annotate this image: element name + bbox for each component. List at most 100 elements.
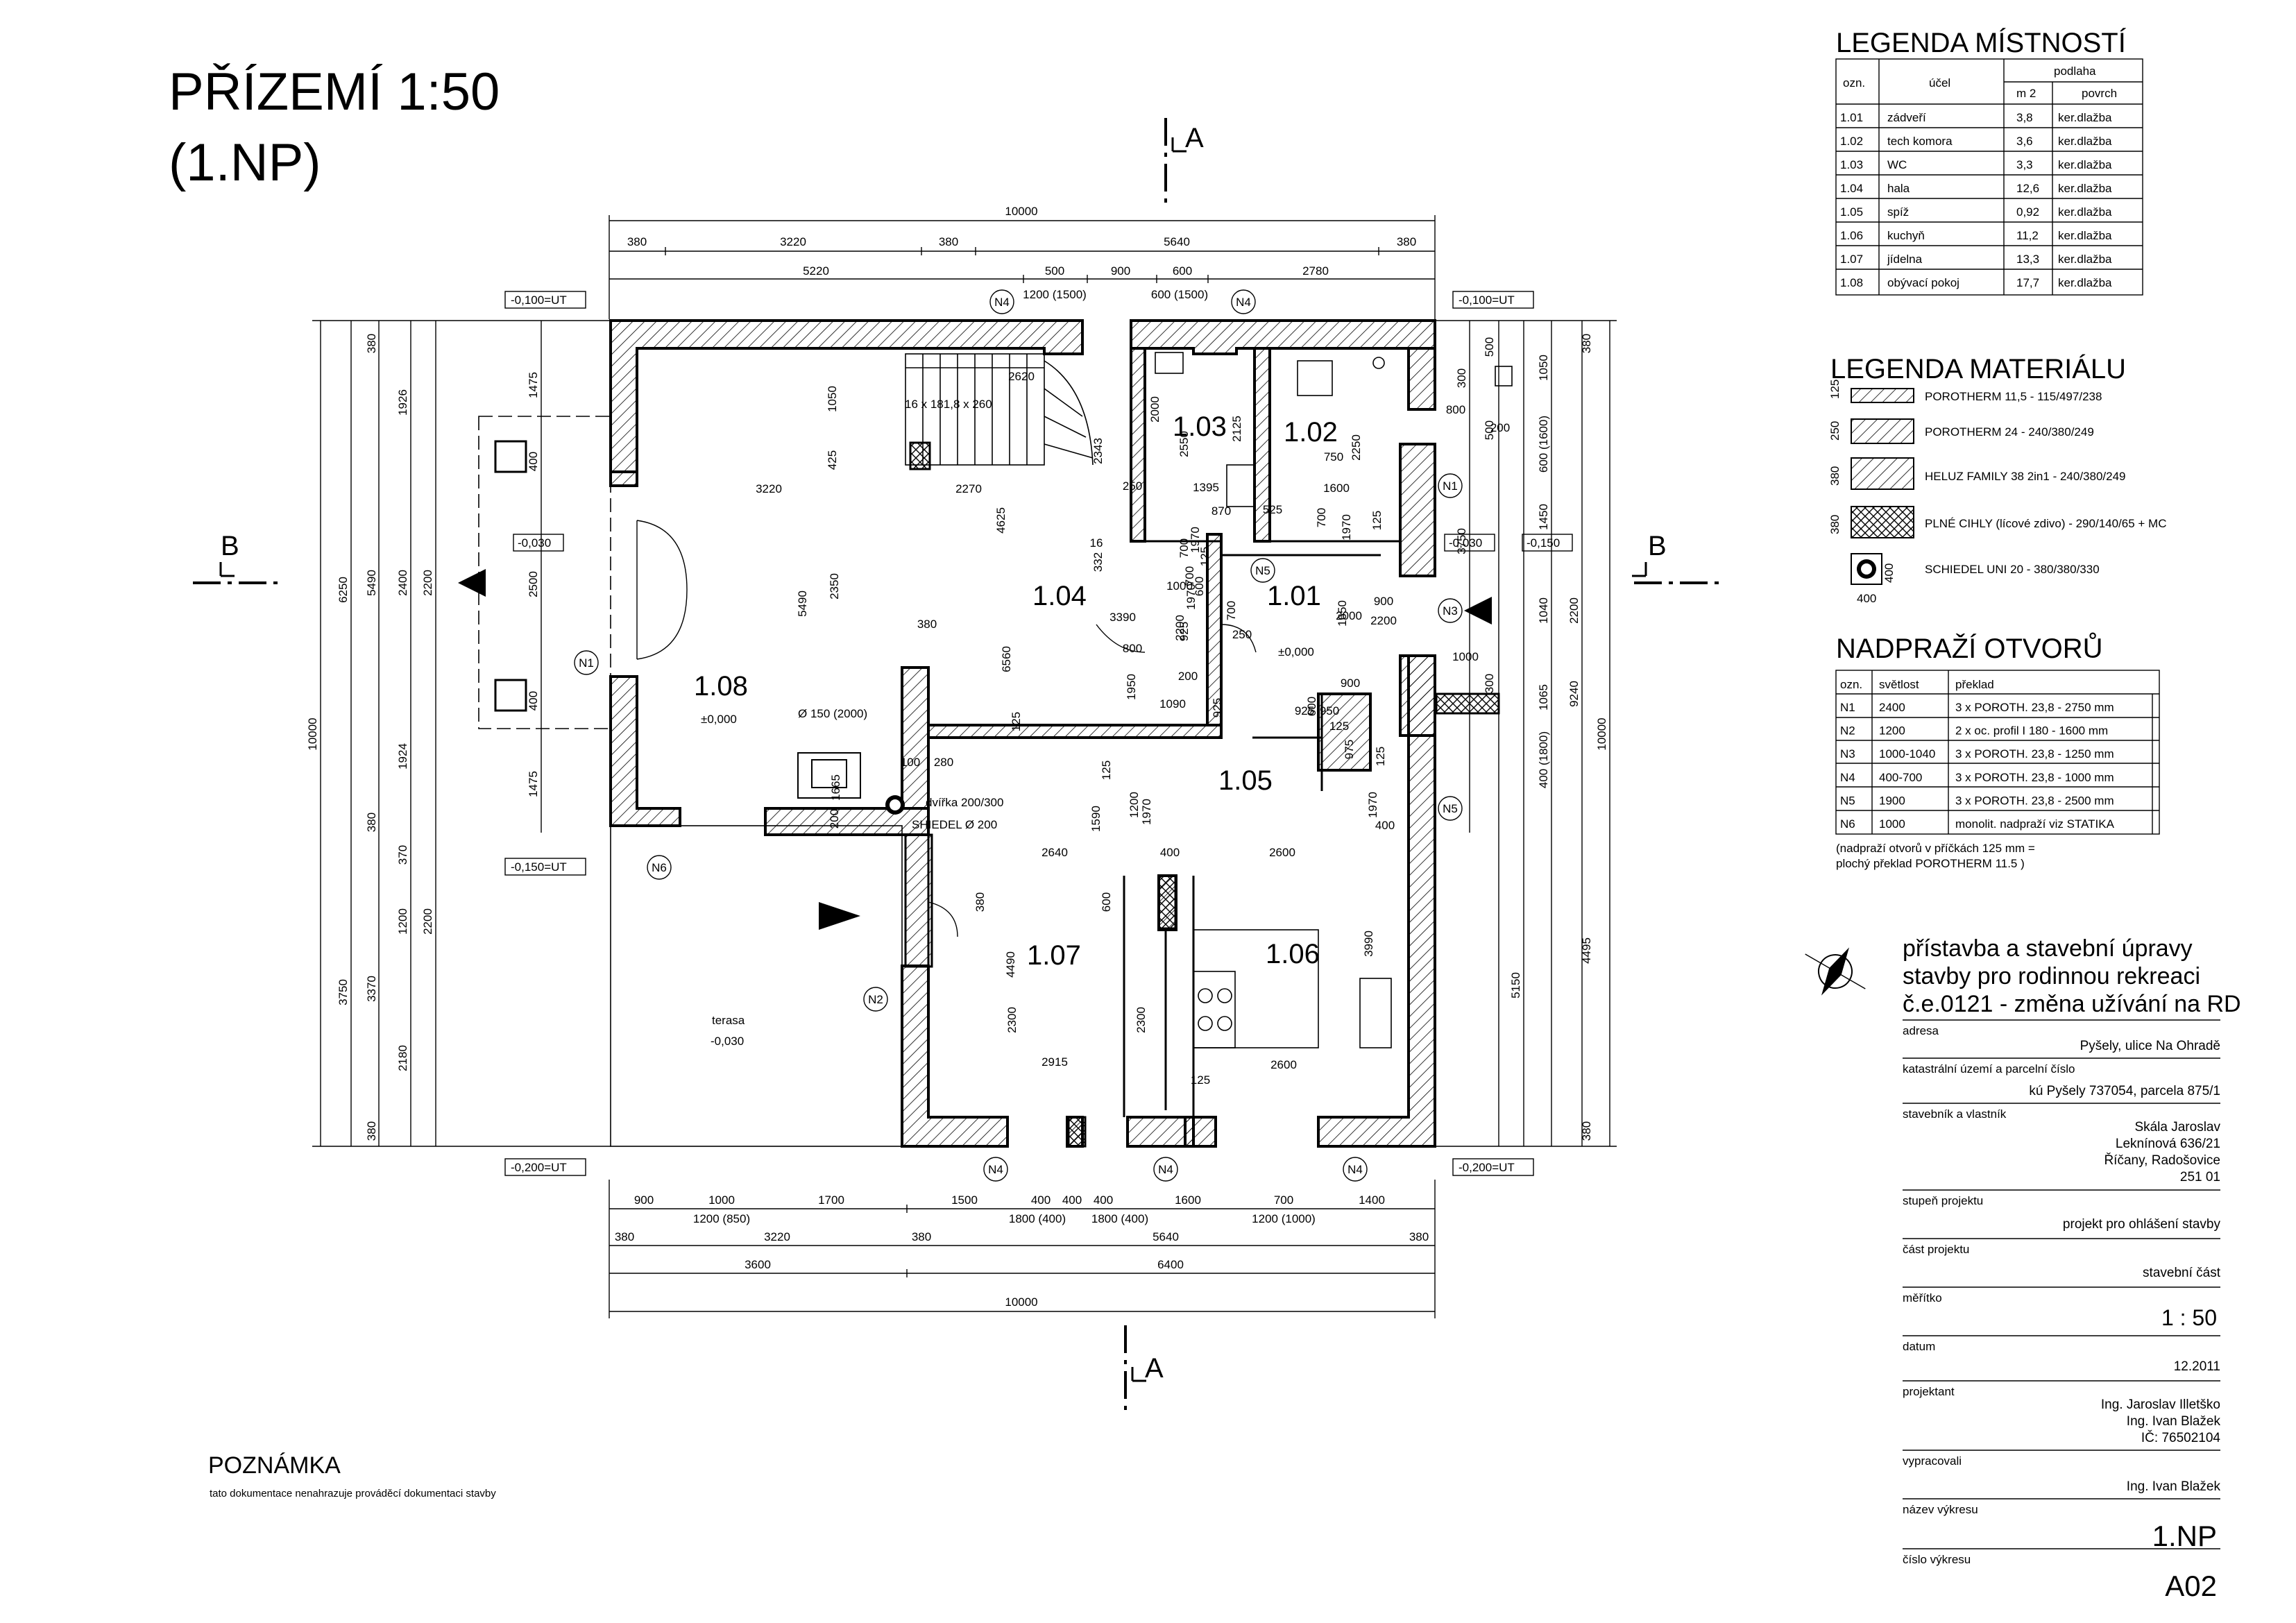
dim-value: 5640	[1164, 235, 1190, 248]
terrace-column	[494, 440, 527, 473]
dim-value: 380	[1397, 235, 1416, 248]
field-label: část projektu	[1903, 1243, 1969, 1256]
inner-dim-value: 250	[1123, 479, 1142, 493]
section-marker-a-bottom: A	[1124, 1325, 1164, 1416]
room-legend-cell: WC	[1887, 158, 1907, 171]
room-legend-cell: obývací pokoj	[1887, 276, 1959, 289]
dims-top-row3: 5220 500 900 600 2780	[803, 264, 1329, 278]
room-legend-cell: ker.dlažba	[2058, 253, 2112, 266]
room-legend-cell: 11,2	[2016, 229, 2039, 242]
dimension-lines-right	[1429, 320, 1617, 1147]
lintel-code: N6	[652, 861, 667, 874]
dim-value: 600 (1600)	[1537, 416, 1550, 473]
terrace-columns	[494, 440, 527, 712]
field-value: 1 : 50	[2161, 1305, 2217, 1330]
lintel-code: N4	[1236, 296, 1251, 309]
inner-dim-value: 800	[1123, 642, 1142, 655]
inner-dim-value: 2200	[1173, 615, 1187, 641]
lintel-legend-cell: monolit. nadpraží viz STATIKA	[1955, 817, 2115, 831]
inner-dim-value: 2550	[1177, 431, 1191, 457]
inner-dim-value: 125	[1010, 712, 1023, 731]
wall-mid-horizontal	[764, 807, 930, 836]
field-value: kú Pyšely 737054, parcela 875/1	[2029, 1084, 2220, 1098]
lintel-code: N3	[1443, 604, 1458, 618]
col-header: ozn.	[1840, 678, 1862, 691]
inner-dim-value: 6560	[1000, 646, 1013, 672]
inner-dim-value: 125	[1329, 720, 1349, 733]
lintel-code: N4	[1158, 1163, 1173, 1176]
inner-dim-value: 125	[1370, 511, 1384, 530]
dim-value: 500	[1045, 264, 1064, 278]
inner-dim-value: 925	[1177, 622, 1191, 641]
inner-dim-value: 2343	[1091, 438, 1105, 464]
inner-dim-value: 925	[1211, 698, 1224, 717]
stair-label: 16 x 181,8 x 260	[905, 398, 992, 411]
wall-top-left	[609, 319, 1084, 473]
dimension-lines-top	[609, 215, 1436, 319]
dim-value: 2400	[396, 570, 409, 596]
inner-dim-value: 900	[1374, 595, 1393, 608]
room-legend-cell: kuchyň	[1887, 229, 1925, 242]
inner-dim-value: 700	[1183, 566, 1196, 586]
level-value: -0,200=UT	[511, 1161, 567, 1174]
inner-dim-value: 1970	[1340, 514, 1353, 541]
inner-dim-value: 3390	[1109, 611, 1136, 624]
stove-icon	[797, 752, 861, 799]
wall-bottom-mid	[1126, 1116, 1217, 1148]
wall-pantry	[1317, 692, 1372, 772]
lintel-code: N1	[579, 656, 594, 670]
inner-dim-value: 5490	[796, 590, 809, 617]
dim-value: 1924	[396, 743, 409, 770]
dim-value: 5640	[1153, 1230, 1179, 1243]
lintel-legend-cell: N3	[1840, 747, 1855, 760]
dim-value: 400 (1800)	[1537, 731, 1550, 788]
dim-value: 3220	[780, 235, 806, 248]
title-block: přístavba a stavební úpravy stavby pro r…	[1805, 935, 2241, 1602]
room-legend-cell: 1.07	[1840, 253, 1863, 266]
room-legend-cell: ker.dlažba	[2058, 182, 2112, 195]
room-level-101: ±0,000	[1278, 645, 1314, 658]
pipe-label: Ø 150 (2000)	[798, 707, 867, 720]
inner-dim-value: 1665	[829, 774, 842, 801]
lintel-legend-cell: N2	[1840, 724, 1855, 738]
lintel-legend-cell: N1	[1840, 701, 1855, 714]
room-legend-cell: tech komora	[1887, 135, 1953, 148]
inner-dim-value: 1395	[1193, 481, 1219, 494]
col-header: účel	[1929, 76, 1950, 90]
dim-value: 380	[912, 1230, 931, 1243]
dims-right-text: 10000 9240 380 4495 380 1050 600 (1600) …	[1455, 334, 1608, 1141]
dimension-lines-bottom	[609, 1180, 1436, 1318]
material-legend-title: LEGENDA MATERIÁLU	[1830, 353, 2126, 384]
lintel-code: N2	[868, 993, 883, 1006]
room-legend-cell: 3,3	[2016, 158, 2033, 171]
dim-value: 500	[1483, 420, 1496, 440]
room-legend-cell: 3,6	[2016, 135, 2033, 148]
wall-left-a	[609, 470, 638, 487]
dim-value: 300	[1483, 674, 1496, 693]
wall-entrance	[1206, 533, 1223, 726]
room-legend-cell: 12,6	[2016, 182, 2039, 195]
entrance-arrows	[458, 569, 1492, 930]
dims-bottom-row3: 380 3220 380 5640 380	[615, 1230, 1429, 1243]
field-label: název výkresu	[1903, 1503, 1978, 1516]
inner-dim-value: 125	[1374, 747, 1387, 766]
chimney-door-label: dvířka 200/300	[926, 796, 1003, 809]
dim-value: 5150	[1509, 972, 1522, 999]
field-label: adresa	[1903, 1024, 1939, 1037]
lintel-legend-cell: N5	[1840, 794, 1855, 807]
wall-bottom-mid2	[1184, 1116, 1195, 1148]
dim-value: 400	[527, 452, 540, 471]
inner-dim-value: 200	[1490, 421, 1510, 434]
room-id-102: 1.02	[1284, 417, 1338, 448]
doors	[636, 520, 1257, 937]
col-header: m 2	[2016, 87, 2036, 100]
dims-top-row4: 1200 (1500) 600 (1500)	[1023, 288, 1208, 301]
dims-bottom-row1: 900 1000 1700 1500 400 400 400 1600 700 …	[634, 1193, 1385, 1207]
dim-value: 1450	[1537, 504, 1550, 530]
material-label: POROTHERM 11,5 - 115/497/238	[1925, 390, 2102, 403]
inner-dim-value: 200	[828, 809, 841, 829]
wall-right-a	[1407, 347, 1436, 411]
dim-value: 3750	[337, 979, 350, 1005]
dim-value: 4495	[1580, 937, 1593, 964]
inner-dim-value: 400	[1160, 846, 1180, 859]
